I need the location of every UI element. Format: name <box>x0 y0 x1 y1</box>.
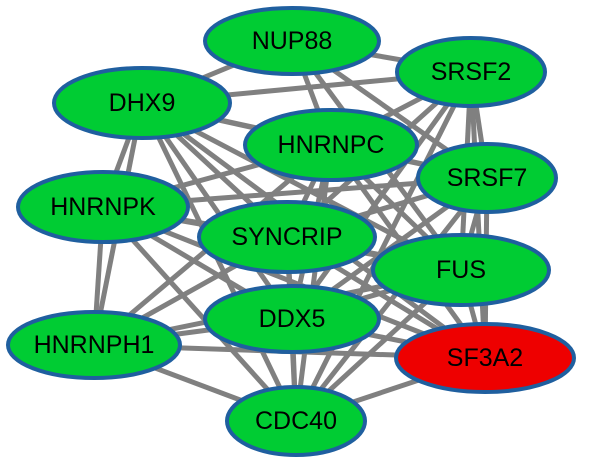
node-shape <box>394 322 576 394</box>
edge-hnrnpk-cdc40 <box>101 205 298 423</box>
node-label: SRSF7 <box>447 164 528 192</box>
node-shape <box>225 385 367 457</box>
node-label: CDC40 <box>255 407 337 435</box>
node-hnrnph1: HNRNPH1 <box>6 310 182 380</box>
node-label: HNRNPH1 <box>34 331 155 359</box>
node-hnrnpk: HNRNPK <box>16 170 190 244</box>
node-shape <box>371 233 551 307</box>
node-label: SRSF2 <box>431 58 512 86</box>
node-label: HNRNPC <box>278 131 385 159</box>
node-label: HNRNPK <box>50 193 156 221</box>
node-nup88: NUP88 <box>203 6 381 76</box>
node-syncrip: SYNCRIP <box>197 200 377 274</box>
node-srsf2: SRSF2 <box>395 36 547 108</box>
node-cdc40: CDC40 <box>225 385 367 457</box>
node-shape <box>203 6 381 76</box>
edge-dhx9-ddx5 <box>139 101 295 321</box>
node-shape <box>197 200 377 274</box>
node-shape <box>52 66 232 140</box>
node-hnrnpc: HNRNPC <box>243 108 419 182</box>
node-dhx9: DHX9 <box>52 66 232 140</box>
node-label: NUP88 <box>252 27 333 55</box>
node-shape <box>395 36 547 108</box>
node-label: SF3A2 <box>447 344 523 372</box>
node-label: DHX9 <box>109 89 176 117</box>
node-shape <box>6 310 182 380</box>
node-srsf7: SRSF7 <box>416 142 558 214</box>
node-shape <box>203 284 381 354</box>
node-label: SYNCRIP <box>231 223 342 251</box>
edge-srsf2-cdc40 <box>293 70 474 423</box>
node-shape <box>416 142 558 214</box>
node-label: FUS <box>436 256 486 284</box>
edge-dhx9-cdc40 <box>139 101 299 423</box>
node-ddx5: DDX5 <box>203 284 381 354</box>
node-fus: FUS <box>371 233 551 307</box>
node-shape <box>243 108 419 182</box>
node-sf3a2: SF3A2 <box>394 322 576 394</box>
node-shape <box>16 170 190 244</box>
node-label: DDX5 <box>259 305 326 333</box>
